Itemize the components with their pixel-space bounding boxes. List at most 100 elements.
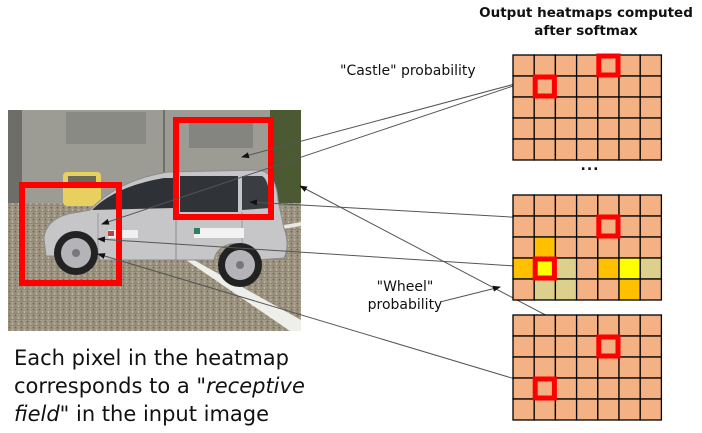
heatmap-cell xyxy=(618,117,641,140)
heatmap-cell xyxy=(512,96,535,119)
heatmap-cell xyxy=(639,215,663,238)
heatmap-cell xyxy=(575,215,599,238)
heatmap-cell xyxy=(618,138,641,161)
heatmap-cell xyxy=(618,356,641,379)
heatmap-cell xyxy=(597,75,620,98)
heatmap-cell xyxy=(575,117,599,140)
heatmap-cell xyxy=(618,278,641,301)
receptive-field-box-wheel xyxy=(19,182,122,286)
heatmap-cell xyxy=(597,138,620,161)
caption-italic: receptive field xyxy=(14,374,305,426)
heatmap-cell xyxy=(575,278,599,301)
building-window-left xyxy=(66,112,146,144)
heatmap-cell xyxy=(575,96,599,119)
heatmap-cell xyxy=(597,278,620,301)
heatmap-cell xyxy=(533,398,557,421)
heatmap-cell xyxy=(575,236,599,259)
heatmap-cell xyxy=(639,117,663,140)
heatmap-cell xyxy=(533,356,557,379)
heatmap-cell xyxy=(533,194,557,217)
receptive-field-box-window xyxy=(173,117,274,220)
heatmaps-title: Output heatmaps computed after softmax xyxy=(470,4,702,40)
heatmap-cell xyxy=(618,75,641,98)
wheel-probability-label: "Wheel" probability xyxy=(356,278,454,314)
heatmap-cell xyxy=(575,377,599,400)
heatmap-cell xyxy=(533,54,557,77)
heatmap-cell xyxy=(618,96,641,119)
heatmap-cell xyxy=(533,138,557,161)
heatmap-cell xyxy=(512,75,535,98)
heatmap-cell xyxy=(554,335,578,358)
arrows-group xyxy=(97,61,598,383)
castle-probability-label: "Castle" probability xyxy=(340,63,476,79)
caption-part-2: " in the input image xyxy=(59,402,270,426)
heatmap-cell xyxy=(554,138,578,161)
heatmap-cell xyxy=(533,215,557,238)
heatmap-cell xyxy=(597,96,620,119)
heatmap-cell xyxy=(618,335,641,358)
heatmap-cell xyxy=(554,398,578,421)
heatmap-cell xyxy=(618,398,641,421)
heatmap-cell xyxy=(597,356,620,379)
heatmap-cell xyxy=(575,356,599,379)
heatmap-cell xyxy=(512,398,535,421)
heatmap-cell xyxy=(575,398,599,421)
heatmap-cell xyxy=(597,398,620,421)
heatmap-cell xyxy=(512,117,535,140)
heatmap-cell xyxy=(618,194,641,217)
heatmap-cell xyxy=(554,117,578,140)
heatmap-cell xyxy=(512,335,535,358)
heatmap-cell xyxy=(639,75,663,98)
heatmap-cell xyxy=(639,377,663,400)
heatmap-cell xyxy=(512,314,535,337)
heatmaps-group xyxy=(512,53,663,421)
highlighted-cell xyxy=(596,214,621,239)
heatmap-cell xyxy=(639,96,663,119)
heatmap-cell xyxy=(533,96,557,119)
heatmap-cell xyxy=(618,236,641,259)
heatmap-cell xyxy=(554,75,578,98)
highlighted-cell xyxy=(596,334,621,359)
heatmap-cell xyxy=(512,377,535,400)
heatmap-cell xyxy=(533,335,557,358)
heatmap-cell xyxy=(554,377,578,400)
highlighted-cell xyxy=(532,256,557,281)
highlighted-cell xyxy=(532,376,557,401)
heatmap-cell xyxy=(512,194,535,217)
receptive-field-caption: Each pixel in the heatmap corresponds to… xyxy=(14,344,324,428)
heatmap-cell xyxy=(575,335,599,358)
heatmap-cell xyxy=(639,356,663,379)
heatmap-cell xyxy=(618,314,641,337)
parking-line xyxy=(186,260,301,331)
heatmap-cell xyxy=(512,138,535,161)
heatmap-cell xyxy=(639,194,663,217)
heatmap-cell xyxy=(554,96,578,119)
heatmap-cell xyxy=(575,75,599,98)
heatmap-cell xyxy=(533,117,557,140)
heatmap-cell xyxy=(554,356,578,379)
heatmap-cell xyxy=(533,314,557,337)
heatmap-cell xyxy=(618,377,641,400)
heatmap-cell xyxy=(554,278,578,301)
heatmap-cell xyxy=(575,138,599,161)
heatmap-cell xyxy=(639,398,663,421)
wheel-heatmap xyxy=(512,194,663,301)
arrow-other-wheel xyxy=(97,253,526,383)
heatmap-cell xyxy=(618,54,641,77)
rear-wheel xyxy=(218,243,262,287)
heatmap-cell xyxy=(597,117,620,140)
heatmap-cell xyxy=(639,54,663,77)
wheel-label-line-2: probability xyxy=(367,297,443,313)
heatmap-cell xyxy=(554,194,578,217)
heatmap-cell xyxy=(597,236,620,259)
heatmap-cell xyxy=(512,215,535,238)
heatmap-cell xyxy=(597,257,620,280)
other-heatmap xyxy=(512,314,663,421)
heatmap-cell xyxy=(575,194,599,217)
title-line-1: Output heatmaps computed xyxy=(479,5,693,21)
heatmap-cell xyxy=(512,257,535,280)
heatmap-cell xyxy=(639,314,663,337)
heatmap-cell xyxy=(512,54,535,77)
heatmap-cell xyxy=(639,335,663,358)
heatmap-cell xyxy=(554,215,578,238)
